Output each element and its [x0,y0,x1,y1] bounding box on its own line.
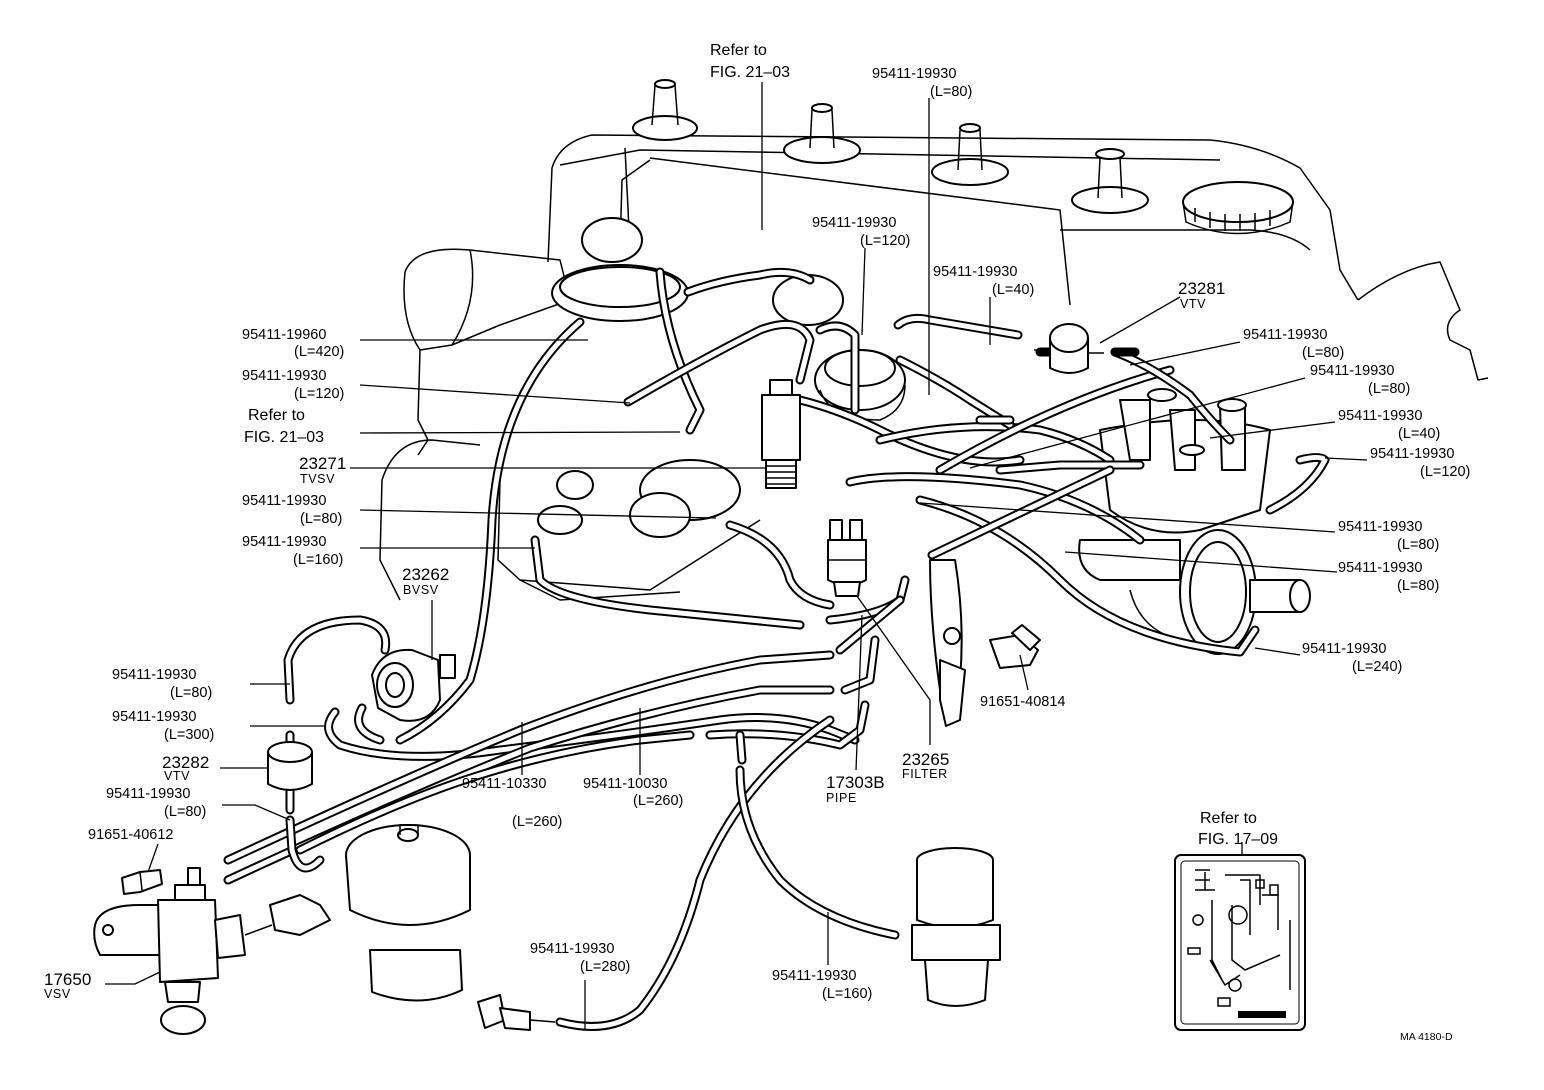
label-bolt-91651-40612: 91651-40612 [88,827,173,843]
label-tvsv-23271-name: TVSV [300,472,335,486]
refer-inset-line1: Refer to [1200,810,1257,827]
vtv-23281 [1034,323,1104,374]
label-vtv-23281-pn: 23281 [1178,279,1225,298]
label-filter-23265-pn: 23265 [902,750,949,769]
label-10030-260-pn: 95411-10030 [583,776,667,792]
vacuum-hoses [223,267,1330,1031]
label-mid-120-len: (L=120) [860,233,910,249]
label-l4-160-pn: 95411-19930 [242,534,326,550]
label-r6-80-len: (L=80) [1397,578,1439,594]
label-10330-260-pn: 95411-10330 [462,776,546,792]
leader-lines [105,82,1368,1030]
vacuum-canister-lower-left [345,824,471,1002]
label-r2-80-len: (L=80) [1368,381,1410,397]
label-r1-80-len: (L=80) [1302,345,1344,361]
filter-23265 [827,519,867,597]
refer-left-line1: Refer to [248,407,305,424]
bvsv-23262 [371,648,456,722]
label-mid-120-pn: 95411-19930 [812,215,896,231]
refer-left-line2: FIG. 21–03 [244,429,324,446]
label-b-280-len: (L=280) [580,959,630,975]
label-l1-420-pn: 95411-19960 [242,327,326,343]
label-r4-120-pn: 95411-19930 [1370,446,1454,462]
oil-filler-cap [1182,181,1294,235]
label-bolt-91651-40814: 91651-40814 [980,694,1065,710]
label-l1-420-len: (L=420) [294,344,344,360]
label-vtv-23282-pn: 23282 [162,753,209,772]
refer-top-line2: FIG. 21–03 [710,64,790,81]
label-l2-120-pn: 95411-19930 [242,368,326,384]
label-r7-240-pn: 95411-19930 [1302,641,1386,657]
refer-inset-line2: FIG. 17–09 [1198,831,1278,848]
label-tvsv-23271-pn: 23271 [299,454,346,473]
label-r7-240-len: (L=240) [1352,659,1402,675]
bolt-91651-40612 [121,869,163,895]
vtv-23282 [267,741,313,791]
label-pipe-17303B-name: PIPE [826,791,857,805]
label-l7-80-pn: 95411-19930 [106,786,190,802]
label-10330-260-len: (L=260) [512,814,562,830]
label-r3-40-len: (L=40) [1398,426,1440,442]
label-l2-120-len: (L=120) [294,386,344,402]
label-b-280-pn: 95411-19930 [530,941,614,957]
label-bvsv-23262-pn: 23262 [402,565,449,584]
label-l6-300-len: (L=300) [164,727,214,743]
label-10030-260-len: (L=260) [633,793,683,809]
label-r2-80-pn: 95411-19930 [1310,363,1394,379]
inset-reference-box [1174,854,1306,1031]
label-l3-80-pn: 95411-19930 [242,493,326,509]
label-l7-80-len: (L=80) [164,804,206,820]
label-vsv-17650-pn: 17650 [44,970,91,989]
label-pipe-17303B-pn: 17303B [826,773,885,792]
label-vtv-23281-name: VTV [1180,297,1206,311]
label-b-160-len: (L=160) [822,986,872,1002]
label-l3-80-len: (L=80) [300,511,342,527]
label-r3-40-pn: 95411-19930 [1338,408,1422,424]
spark-plug-caps [632,79,1149,214]
drawing-code: MA 4180-D [1400,1031,1453,1043]
label-l6-300-pn: 95411-19930 [112,709,196,725]
label-r5-80-pn: 95411-19930 [1338,519,1422,535]
engine-block [379,79,1489,727]
connector [244,894,331,936]
label-vtv-23282-name: VTV [164,769,190,783]
label-40-top-pn: 95411-19930 [933,264,1017,280]
tvsv-23271 [761,379,801,489]
vsv-17650 [93,867,246,1035]
label-b-160-pn: 95411-19930 [772,968,856,984]
label-40-top-len: (L=40) [992,282,1034,298]
bolt-91651-40814 [989,624,1041,669]
label-bvsv-23262-name: BVSV [403,583,439,597]
label-filter-23265-name: FILTER [902,767,948,781]
label-l5-80-pn: 95411-19930 [112,667,196,683]
label-vsv-17650-name: VSV [44,987,71,1001]
label-r4-120-len: (L=120) [1420,464,1470,480]
sensor-bottom [477,994,556,1031]
label-r1-80-pn: 95411-19930 [1243,327,1327,343]
part-labels: Refer to FIG. 21–03 95411-19930 (L=80) 9… [44,42,1470,1043]
label-l4-160-len: (L=160) [293,552,343,568]
refer-top-line1: Refer to [710,42,767,59]
label-r6-80-pn: 95411-19930 [1338,560,1422,576]
label-l5-80-len: (L=80) [170,685,212,701]
label-top-80-pn: 95411-19930 [872,66,956,82]
label-top-80-len: (L=80) [930,84,972,100]
label-r5-80-len: (L=80) [1397,537,1439,553]
vacuum-canister-lower-right [911,847,1001,1007]
